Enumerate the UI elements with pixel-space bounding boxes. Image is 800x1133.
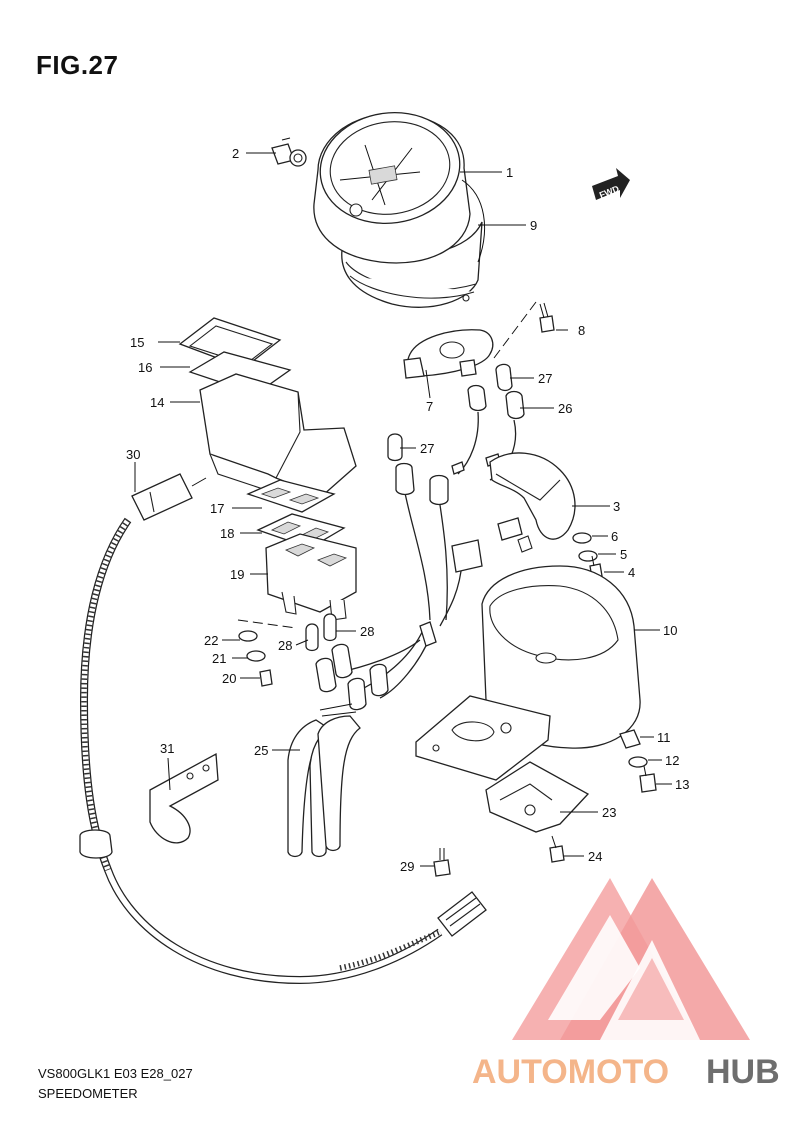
bolt-13 bbox=[639, 765, 657, 793]
grommet-11 bbox=[619, 729, 641, 749]
mount-plate bbox=[415, 695, 551, 781]
callout-23: 23 bbox=[602, 805, 616, 820]
wiring-harness bbox=[339, 411, 517, 699]
speedometer-assembly bbox=[313, 112, 485, 308]
washer-12 bbox=[628, 756, 648, 768]
meter-housing-10 bbox=[481, 565, 641, 749]
callout-10: 10 bbox=[663, 623, 677, 638]
washer-21 bbox=[246, 650, 266, 662]
callout-5: 5 bbox=[620, 547, 627, 562]
callout-15: 15 bbox=[130, 335, 144, 350]
fwd-direction-arrow: FWD bbox=[592, 168, 630, 200]
callout-labels: 1 2 3 4 5 6 7 8 9 10 11 12 13 14 15 16 1… bbox=[126, 146, 689, 874]
callout-27-right: 27 bbox=[538, 371, 552, 386]
callout-14: 14 bbox=[150, 395, 164, 410]
bulb-27-right bbox=[495, 363, 513, 392]
callout-17: 17 bbox=[210, 501, 224, 516]
callout-6: 6 bbox=[611, 529, 618, 544]
indicator-bulb-socket bbox=[271, 137, 307, 167]
bolt-8 bbox=[539, 302, 555, 333]
callout-18: 18 bbox=[220, 526, 234, 541]
bulb-28-right bbox=[323, 613, 337, 642]
callout-2: 2 bbox=[232, 146, 239, 161]
washer-5 bbox=[578, 550, 598, 562]
callout-31: 31 bbox=[160, 741, 174, 756]
callout-30: 30 bbox=[126, 447, 140, 462]
callout-28-right: 28 bbox=[360, 624, 374, 639]
callout-9: 9 bbox=[530, 218, 537, 233]
callout-3: 3 bbox=[613, 499, 620, 514]
indicator-case-14 bbox=[199, 373, 357, 497]
callout-22: 22 bbox=[204, 633, 218, 648]
bracket-23 bbox=[485, 761, 590, 833]
watermark-text-part1: AUTOMOTO bbox=[472, 1053, 669, 1091]
model-code: VS800GLK1 E03 E28_027 bbox=[38, 1066, 193, 1081]
figure-title: FIG.27 bbox=[36, 50, 119, 80]
indicator-plate-17 bbox=[246, 479, 336, 513]
callout-29: 29 bbox=[400, 859, 414, 874]
screw-24 bbox=[549, 835, 565, 863]
section-name: SPEEDOMETER bbox=[38, 1086, 138, 1101]
screw-20 bbox=[259, 669, 273, 687]
bulb-socket-26 bbox=[467, 384, 525, 420]
leader-lines bbox=[134, 152, 672, 867]
callout-4: 4 bbox=[628, 565, 635, 580]
callout-7: 7 bbox=[426, 399, 433, 414]
callout-24: 24 bbox=[588, 849, 602, 864]
callout-12: 12 bbox=[665, 753, 679, 768]
callout-19: 19 bbox=[230, 567, 244, 582]
callout-28-left: 28 bbox=[278, 638, 292, 653]
callout-20: 20 bbox=[222, 671, 236, 686]
indicator-housing-19 bbox=[265, 533, 357, 621]
callout-16: 16 bbox=[138, 360, 152, 375]
grommet-6 bbox=[572, 532, 592, 544]
mounting-bracket-7 bbox=[403, 329, 494, 379]
watermark-text-part2: HUB bbox=[706, 1053, 780, 1091]
callout-1: 1 bbox=[506, 165, 513, 180]
bulb-27-left bbox=[387, 433, 403, 462]
speedometer-cable-30 bbox=[79, 473, 487, 985]
callout-26: 26 bbox=[558, 401, 572, 416]
washer-22 bbox=[238, 630, 258, 642]
bulb-socket-25 bbox=[287, 643, 389, 858]
callout-27-left: 27 bbox=[420, 441, 434, 456]
bolt-29 bbox=[433, 848, 451, 877]
callout-21: 21 bbox=[212, 651, 226, 666]
callout-8: 8 bbox=[578, 323, 585, 338]
watermark-logo bbox=[512, 878, 750, 1040]
bracket-3 bbox=[489, 452, 576, 553]
callout-11: 11 bbox=[657, 730, 671, 745]
callout-25: 25 bbox=[254, 743, 268, 758]
bulb-28-left bbox=[305, 623, 319, 652]
callout-13: 13 bbox=[675, 777, 689, 792]
cable-guide-31 bbox=[149, 752, 219, 844]
